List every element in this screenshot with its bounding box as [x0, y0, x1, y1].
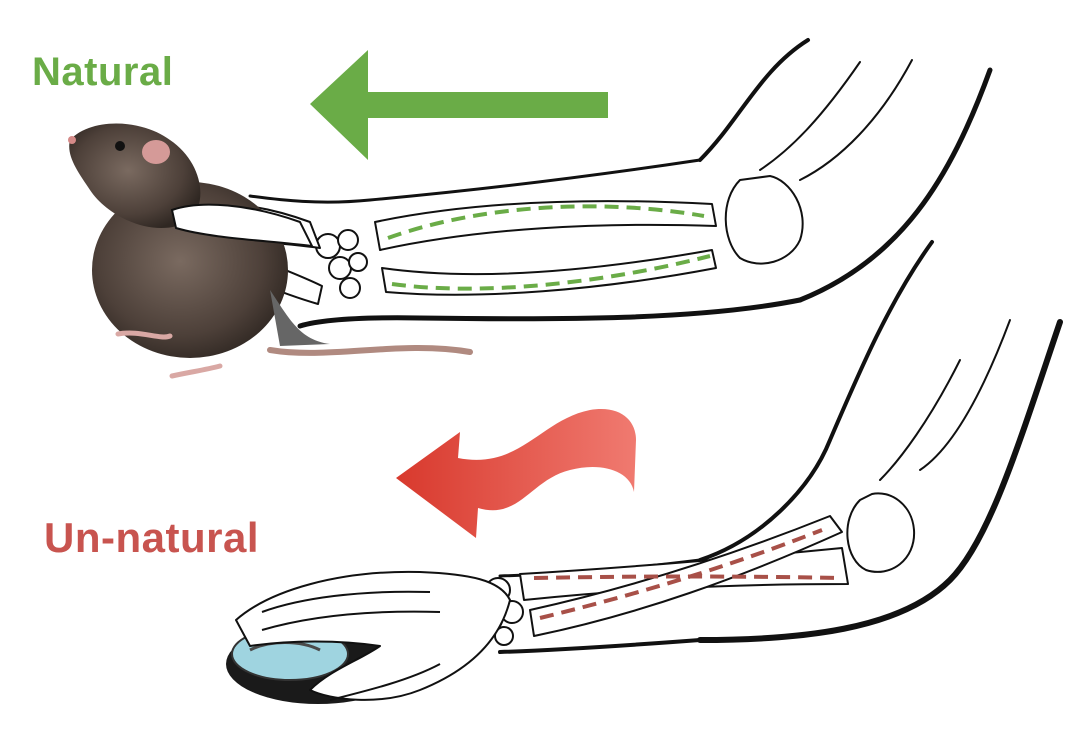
- unnatural-hand: [235, 570, 511, 701]
- unnatural-arm: [481, 240, 1063, 654]
- unnatural-label: Un-natural: [44, 514, 259, 561]
- natural-label: Natural: [32, 50, 174, 94]
- unnatural-bone-alignment-lines: [533, 528, 839, 620]
- rat-image: [68, 123, 473, 379]
- natural-hand-overlay: [170, 203, 314, 248]
- natural-bone-alignment-lines: [387, 204, 711, 291]
- twisted-left-arrow-icon: [396, 409, 636, 538]
- left-arrow-icon: [310, 50, 608, 160]
- natural-arm: [174, 38, 993, 329]
